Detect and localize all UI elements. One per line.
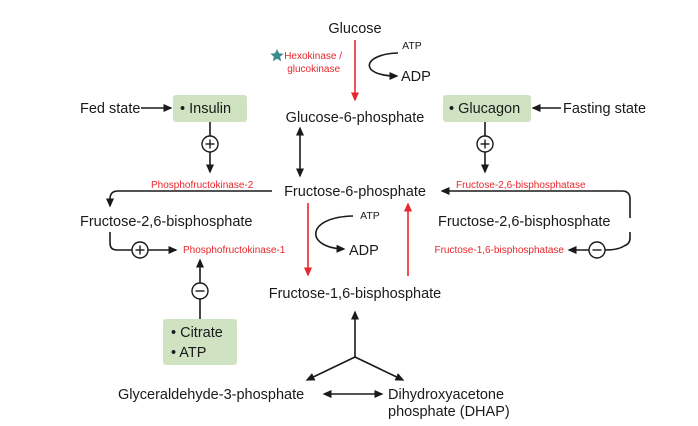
dhap-label-line1: Dihydroxyacetone — [388, 387, 504, 403]
glucagon-plus-sign — [476, 135, 494, 153]
f16bpase-label: Fructose-1,6-bisphosphatase — [434, 245, 564, 256]
pfk2-pathway-arrow — [106, 190, 272, 208]
glucagon-box — [443, 95, 531, 122]
atp-label-mid: ATP — [360, 210, 380, 222]
atp-label-top: ATP — [402, 40, 422, 52]
star-icon — [270, 49, 284, 62]
insulin-box — [173, 95, 247, 122]
insulin-plus-sign — [201, 135, 219, 153]
f26bpase-label: Fructose-2,6-bisphosphatase — [456, 180, 586, 191]
aldolase-left-arrow — [305, 356, 356, 381]
aldolase-right-arrow — [354, 356, 405, 381]
atp-regulator-label: • ATP — [171, 345, 206, 361]
glucagon-label: • Glucagon — [449, 101, 520, 117]
adp-label-mid: ADP — [349, 243, 379, 259]
fructose-6-phosphate-label: Fructose-6-phosphate — [284, 184, 426, 200]
insulin-label: • Insulin — [180, 101, 231, 117]
hexokinase-label-line2: glucokinase — [287, 64, 340, 75]
f26bp-activation-connector — [109, 232, 132, 251]
atp-adp-curve-top — [368, 52, 399, 80]
f26bp-inhibition-connector — [623, 232, 631, 247]
glucose-label: Glucose — [328, 21, 381, 37]
atp-adp-curve-mid — [315, 215, 354, 253]
glucose-6-phosphate-label: Glucose-6-phosphate — [286, 110, 425, 126]
dhap-label-line2: phosphate (DHAP) — [388, 404, 510, 420]
citrate-atp-box — [163, 319, 237, 365]
pfk2-label: Phosphofructokinase-2 — [151, 180, 254, 191]
glyceraldehyde-3-phosphate-label: Glyceraldehyde-3-phosphate — [118, 387, 304, 403]
hexokinase-label-line1: Hexokinase / — [284, 51, 342, 62]
fructose-1-6-bisphosphate-label: Fructose-1,6-bisphosphate — [269, 286, 442, 302]
f26bp-to-minus-connector — [604, 245, 625, 251]
citrate-atp-minus-sign — [191, 282, 209, 300]
fructose-2-6-bisphosphate-left-label: Fructose-2,6-bisphosphate — [80, 214, 253, 230]
fed-state-label: Fed state — [80, 101, 140, 117]
adp-label-top: ADP — [401, 69, 431, 85]
f26bp-minus-sign — [588, 241, 606, 259]
f26bp-plus-sign — [131, 241, 149, 259]
fructose-2-6-bisphosphate-right-label: Fructose-2,6-bisphosphate — [438, 214, 611, 230]
citrate-label: • Citrate — [171, 325, 223, 341]
pfk1-label: Phosphofructokinase-1 — [183, 245, 286, 256]
fasting-state-label: Fasting state — [563, 101, 646, 117]
f26bpase-pathway-arrow — [440, 187, 631, 218]
